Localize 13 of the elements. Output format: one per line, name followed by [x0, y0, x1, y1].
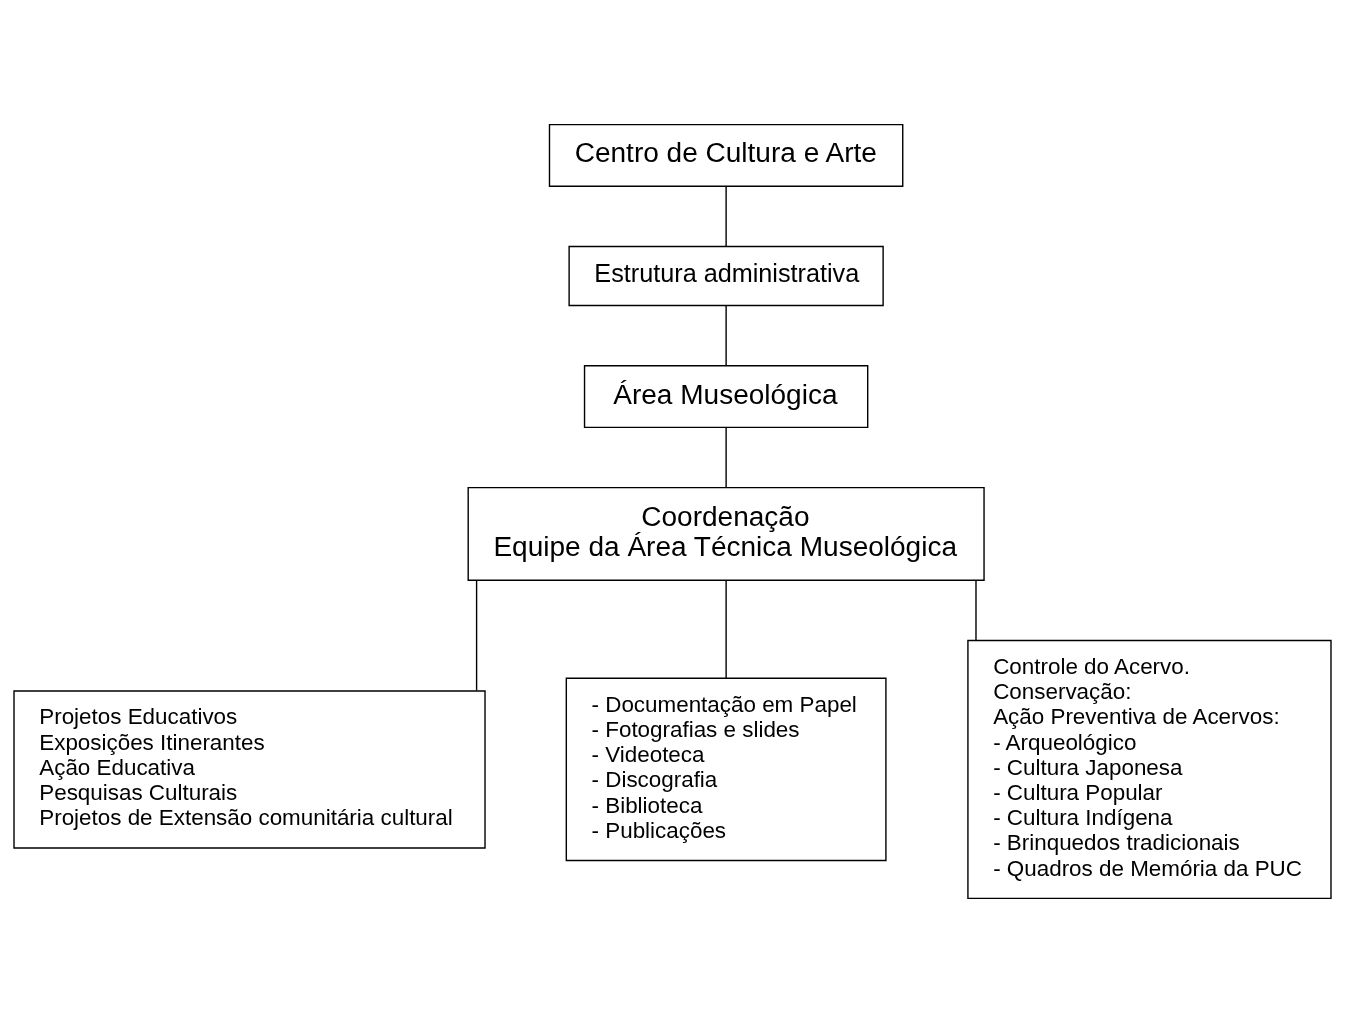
- node-box: Centro de Cultura e Arte: [548, 123, 904, 187]
- connector: [475, 579, 478, 692]
- node-box: Coordenação Equipe da Área Técnica Museológica: [467, 486, 985, 581]
- connector: [725, 305, 727, 367]
- connector: [975, 579, 977, 642]
- connector: [725, 427, 727, 488]
- connector: [725, 579, 727, 679]
- node-box: Estrutura administrativa: [568, 245, 884, 307]
- node-box: Projetos Educativos Exposições Itinerantes Ação Educativa Pesquisas Culturais Projetos de Extensão comunitária cultural: [13, 690, 486, 849]
- node-box: - Documentação em Papel - Fotografias e slides - Videoteca - Discografia - Biblioteca - Publicações: [565, 677, 887, 862]
- node-box: Área Museológica: [583, 365, 869, 429]
- connector: [725, 185, 727, 247]
- node-box: Controle do Acervo. Conservação: Ação Preventiva de Acervos: - Arqueológico - Cultura Japonesa - Cultura Popular - Cultura Indígena - Brinquedos tradicionais - Quadros de Memória da PUC: [967, 639, 1332, 900]
